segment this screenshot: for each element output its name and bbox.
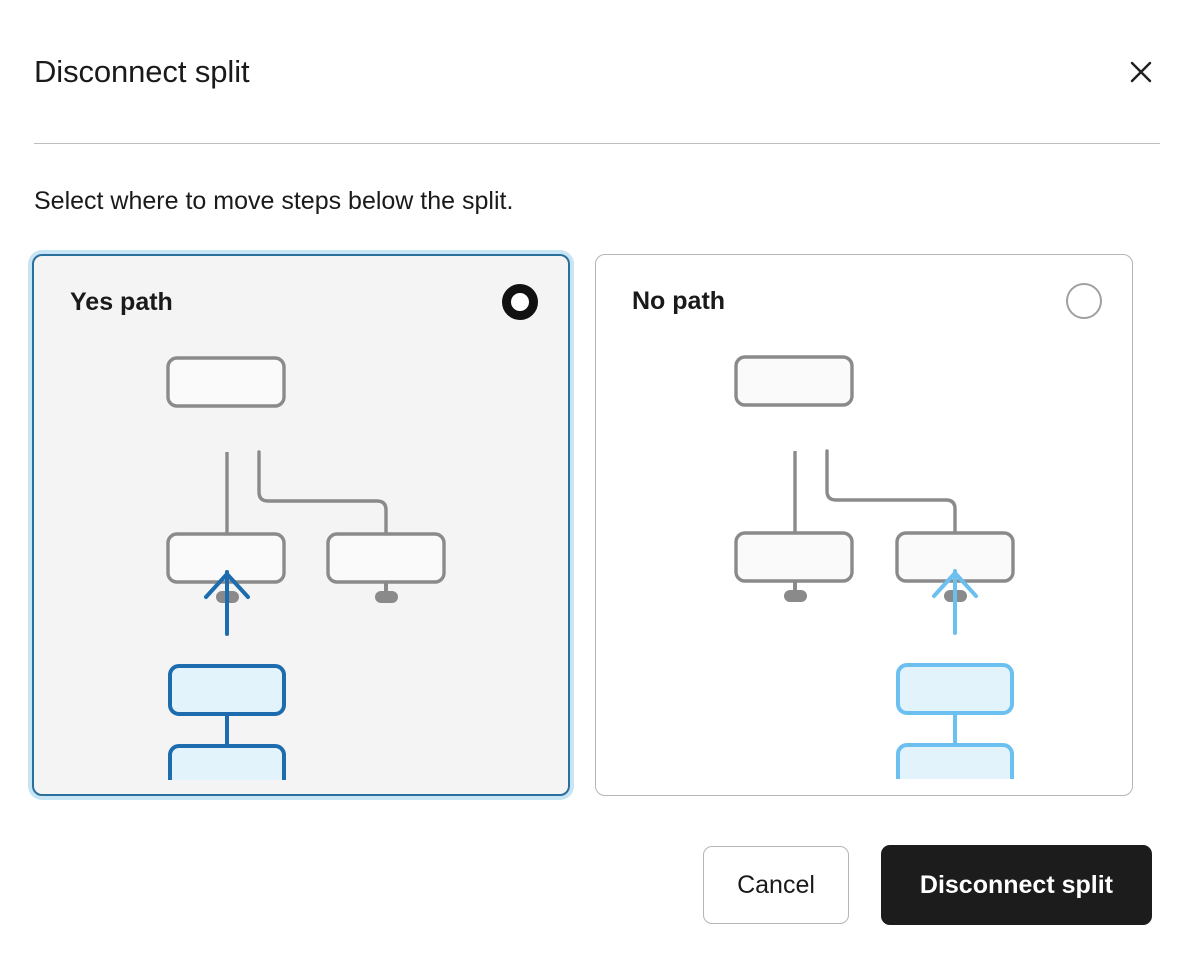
option-card-yes-path[interactable]: Yes path [32, 254, 570, 796]
radio-yes-path[interactable] [502, 284, 538, 320]
close-button[interactable] [1122, 53, 1160, 91]
radio-no-path[interactable] [1066, 283, 1102, 319]
diagram-yes-path [34, 340, 568, 780]
option-card-no-path[interactable]: No path [595, 254, 1133, 796]
option-header-no-path: No path [596, 255, 1132, 347]
dialog-footer: Cancel Disconnect split [703, 845, 1152, 925]
cancel-button[interactable]: Cancel [703, 846, 849, 924]
dialog-header: Disconnect split [34, 44, 1160, 100]
option-header-yes-path: Yes path [34, 256, 568, 348]
page-title: Disconnect split [34, 54, 250, 89]
option-label-yes-path: Yes path [70, 288, 173, 316]
instruction-text: Select where to move steps below the spl… [34, 187, 514, 215]
option-label-no-path: No path [632, 287, 726, 315]
diagram-no-path [596, 339, 1132, 779]
close-icon [1126, 57, 1156, 87]
path-option-group: Yes path [30, 254, 1156, 796]
header-divider [34, 143, 1160, 144]
disconnect-split-button[interactable]: Disconnect split [880, 845, 1152, 925]
